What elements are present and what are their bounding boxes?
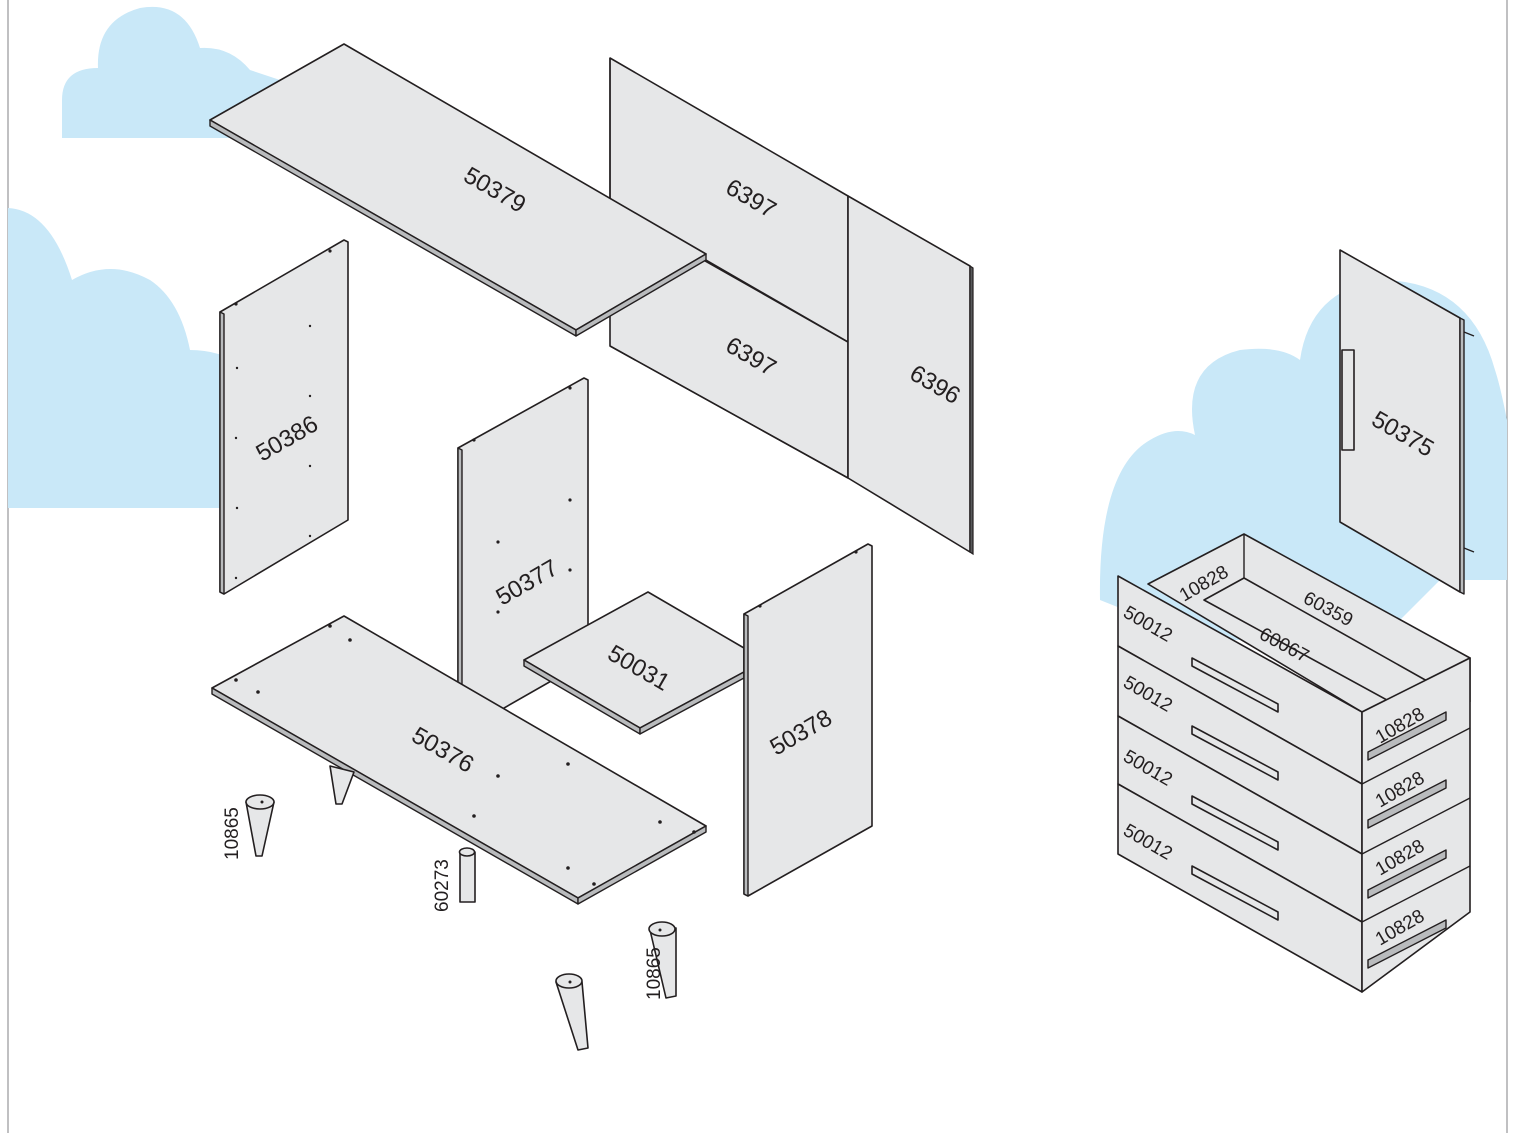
right-side-panel: 50378	[743, 543, 873, 897]
cloud-left	[8, 208, 240, 508]
bottom-panel: 50376	[211, 615, 707, 905]
back-panel-right: 6396	[847, 195, 974, 556]
part-label-10865-left: 10865	[222, 807, 243, 860]
center-foot: 60273	[432, 847, 476, 912]
leg-right: 10865	[644, 921, 677, 1000]
part-label-60273: 60273	[432, 859, 453, 912]
leg-left: 10865	[222, 794, 275, 860]
shelf-panel: 50031	[523, 591, 745, 735]
cloud-top-left	[62, 6, 280, 138]
drawer-unit: 10828 60359 60067 50012 50012 50012 5001…	[1117, 533, 1471, 993]
left-side-panel: 50386	[219, 239, 349, 595]
door-handle	[1341, 349, 1355, 451]
drawer-front-1: 50012	[1117, 575, 1363, 785]
door-panel: 50375	[1339, 249, 1475, 595]
part-label-10865-right: 10865	[644, 947, 665, 1000]
drawer-front-2: 50012	[1117, 645, 1363, 855]
rear-leg	[329, 765, 355, 805]
leg-loose	[555, 973, 589, 1051]
drawer-front-3: 50012	[1117, 715, 1363, 923]
drawer-front-4: 50012	[1117, 783, 1363, 993]
top-panel: 50379	[209, 43, 849, 343]
